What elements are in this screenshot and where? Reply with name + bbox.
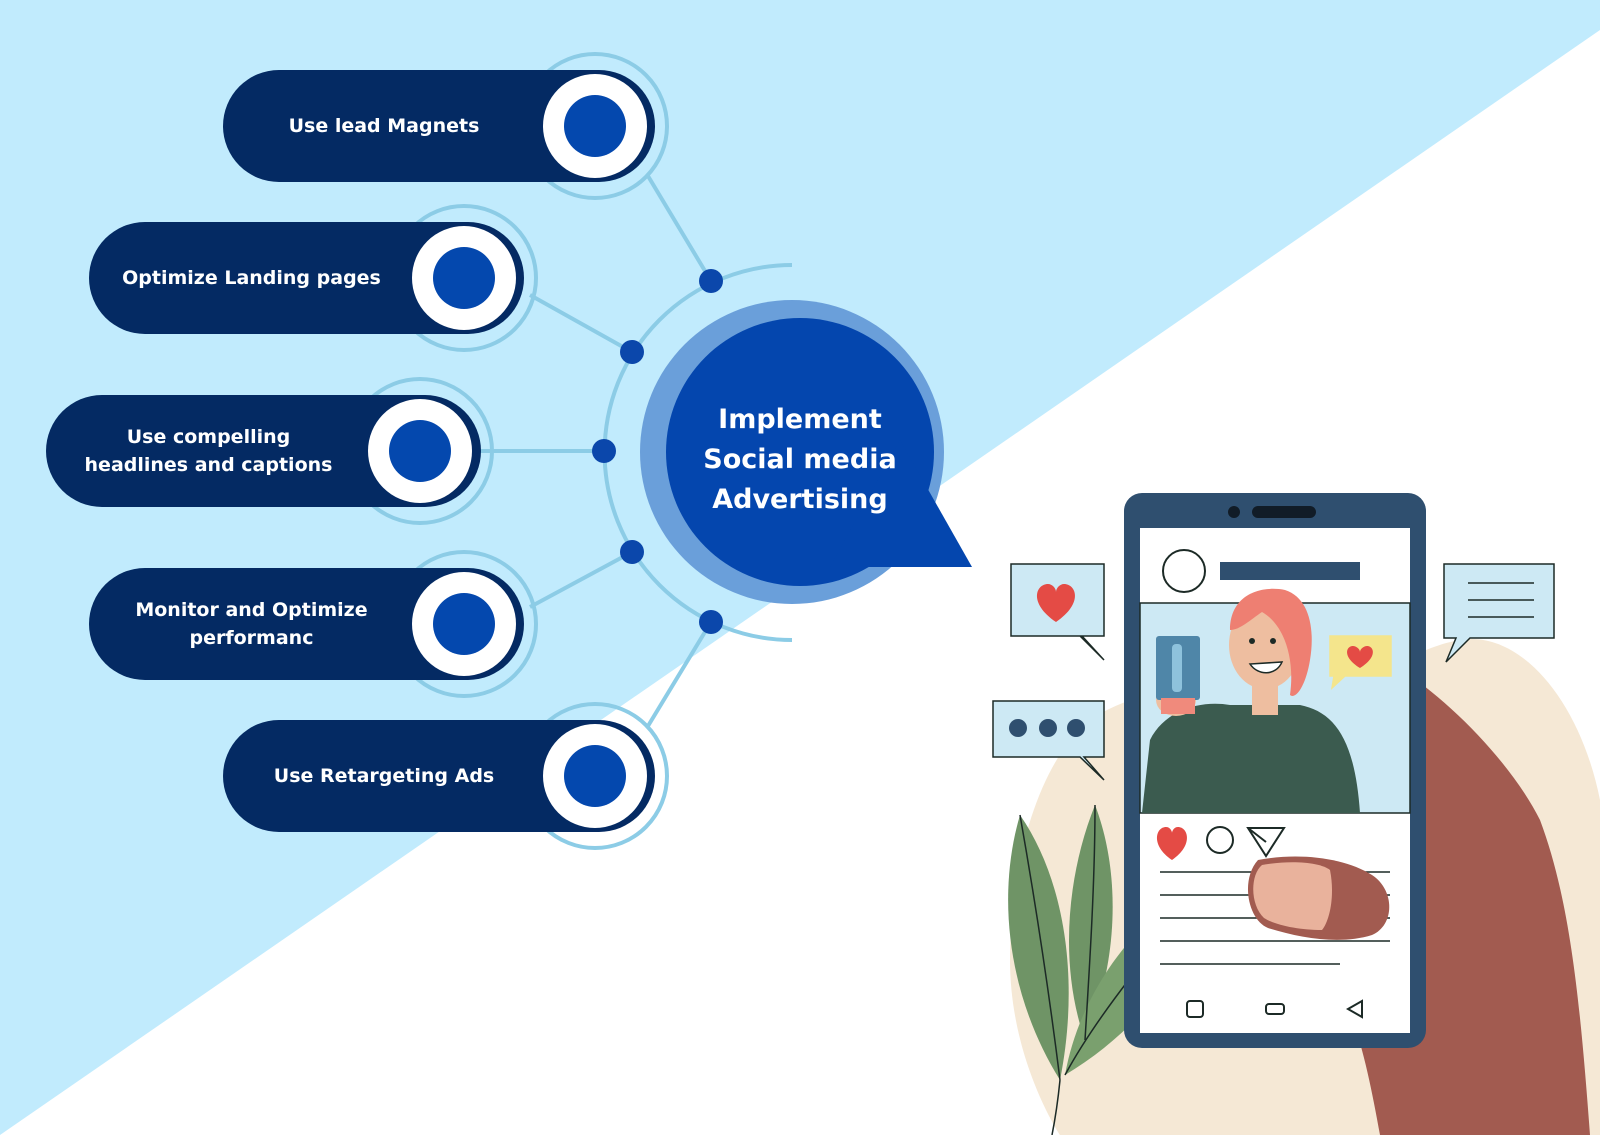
message-bubble (1443, 563, 1555, 663)
step-label: Optimize Landing pages (122, 267, 381, 289)
person (1142, 588, 1360, 813)
step-label: Use Retargeting Ads (273, 765, 495, 787)
typing-dots-icon (1009, 719, 1085, 737)
hub-title: Implement Social media Advertising (703, 404, 897, 515)
step-pill-retargeting: Use Retargeting Ads (223, 720, 655, 832)
typing-bubble (992, 700, 1105, 781)
heart-bubble (1010, 563, 1105, 661)
heart-icon (1157, 827, 1187, 860)
step-label: Use lead Magnets (288, 115, 480, 137)
profile-name-bar (1220, 562, 1360, 580)
step-pill-lead-magnets: Use lead Magnets (223, 70, 655, 182)
connector-lines (480, 174, 713, 728)
connector-dots (592, 269, 723, 634)
profile-avatar (1162, 549, 1206, 593)
heart-icon (1347, 646, 1373, 668)
nav-square-icon (1186, 1000, 1204, 1018)
message-lines-icon (1468, 582, 1534, 618)
heart-icon (1037, 584, 1075, 622)
phone-illustration (992, 493, 1600, 1135)
step-label: Use compelling headlines and captions (84, 426, 333, 476)
step-pill-headlines: Use compelling headlines and captions (46, 395, 481, 507)
nav-home-icon (1265, 1003, 1285, 1015)
send-icon (1246, 827, 1286, 858)
hub-bubble (640, 300, 972, 604)
nav-back-icon (1345, 999, 1363, 1019)
step-label: Monitor and Optimize performanc (135, 599, 368, 649)
step-pill-landing-pages: Optimize Landing pages (89, 222, 524, 334)
comment-icon (1206, 826, 1234, 854)
step-pill-monitor-performance: Monitor and Optimize performanc (89, 568, 524, 680)
thumbnail (1253, 862, 1333, 930)
small-heart-bubble (1329, 635, 1392, 691)
